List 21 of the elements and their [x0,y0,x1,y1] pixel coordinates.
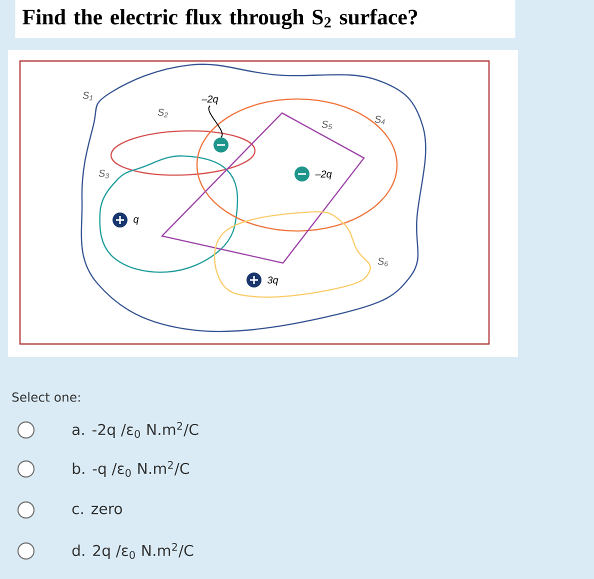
option-text: c. zero [72,506,122,514]
leader-line [208,105,223,138]
surface-label: S$_{4}$ [374,116,385,124]
charge-label: –2q [315,170,332,180]
surface-label: S$_{6}$ [378,258,388,266]
prompt: Select one: [12,392,80,402]
option-text: d. 2q /ε$_{0}$ N.m$^{2}$/C [72,542,194,560]
charge-icon [294,166,310,182]
charge-icon [246,272,262,288]
surface-label: S$_{5}$ [322,120,332,130]
surface-label: S$_{2}$ [158,108,168,118]
charge-label: –2q [202,96,218,104]
title: Find the electric flux through S$_{2}$ surface? [15,0,516,38]
charge-label: 3q [267,276,278,286]
charge-icon [112,212,128,228]
surface-label: S$_{3}$ [98,170,109,178]
charge-label: q [134,217,139,225]
charge-icon [214,138,228,152]
option-text: b. -q /ε$_{0}$ N.m$^{2}$/C [72,460,190,478]
surface-label: S$_{1}$ [82,92,92,100]
option-text: a. -2q /ε$_{0}$ N.m$^{2}$/C [72,422,198,438]
